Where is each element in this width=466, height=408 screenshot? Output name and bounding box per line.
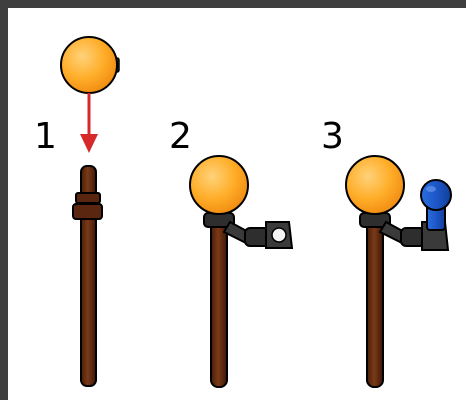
step-1-bulb bbox=[60, 36, 120, 94]
step-2-bulb bbox=[189, 155, 249, 215]
step-3: 3 bbox=[321, 116, 452, 388]
step-2-number: 2 bbox=[169, 116, 192, 157]
assembly-steps: 1 2 bbox=[34, 36, 452, 388]
step-2: 2 bbox=[169, 116, 294, 388]
step-3-blue-knob bbox=[420, 179, 452, 231]
step-1-arrow bbox=[80, 93, 98, 153]
step-2-stick bbox=[210, 212, 228, 388]
step-1: 1 bbox=[34, 36, 120, 387]
step-3-bulb bbox=[345, 155, 405, 215]
step-3-stick bbox=[366, 212, 384, 388]
step-2-joint-arm bbox=[203, 212, 294, 249]
step-1-stick bbox=[72, 165, 103, 387]
step-3-number: 3 bbox=[321, 116, 344, 157]
step-1-number: 1 bbox=[34, 116, 57, 157]
